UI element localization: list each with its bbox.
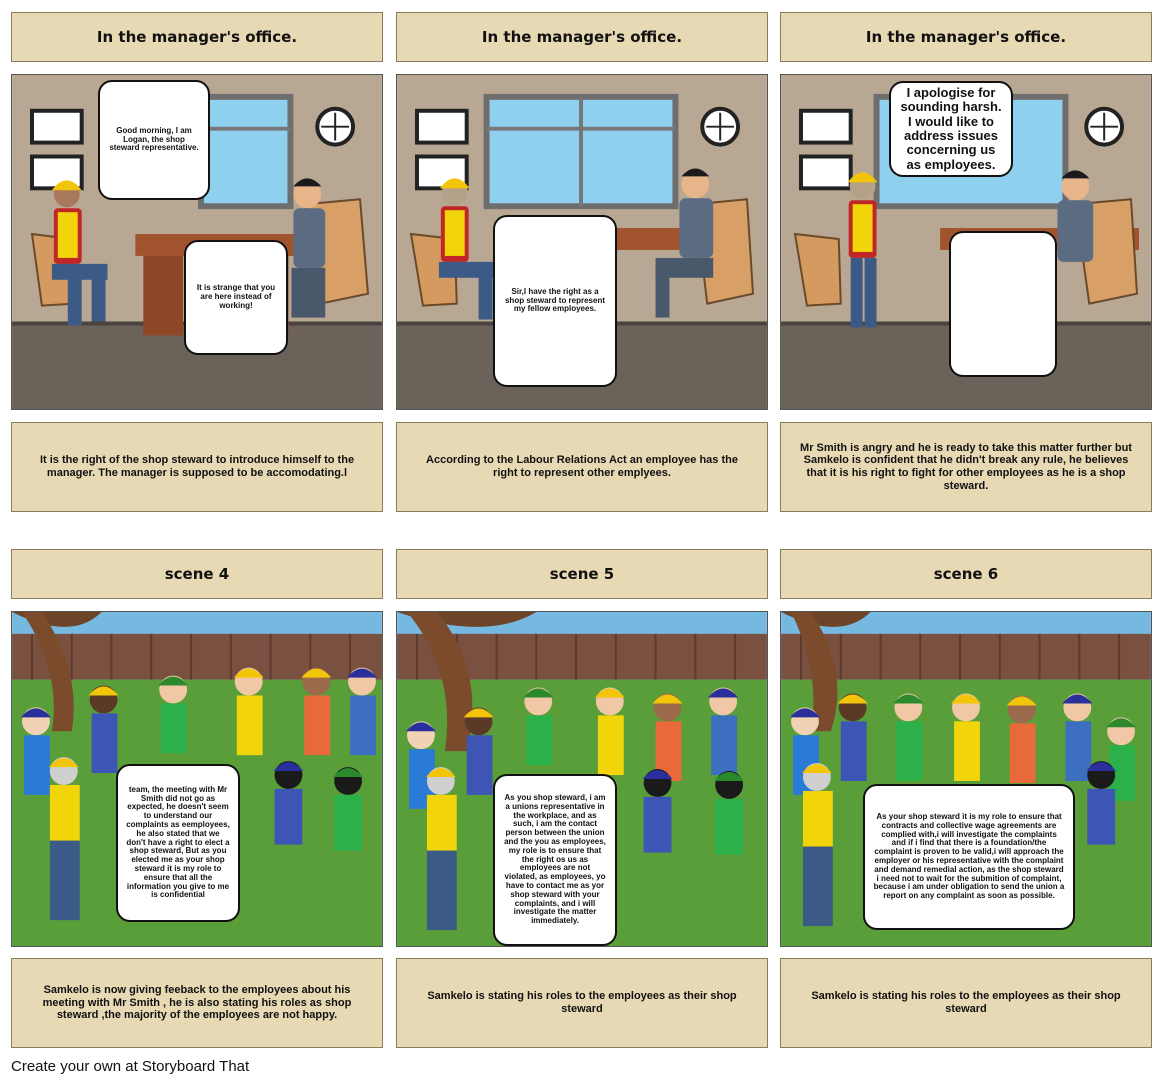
outdoor-meeting-illustration xyxy=(12,612,382,946)
footer-credit-link[interactable]: Create your own at Storyboard That xyxy=(11,1058,250,1075)
speech-bubble-steward: As you shop steward, i am a unions repre… xyxy=(493,774,617,946)
crowd-figures xyxy=(21,667,377,921)
speech-bubble-steward: team, the meeting with Mr Smith did not … xyxy=(116,764,240,922)
panel-4-caption: Samkelo is now giving feeback to the emp… xyxy=(11,958,383,1048)
panel-3-title: In the manager's office. xyxy=(780,12,1152,62)
crowd-figures xyxy=(406,687,745,931)
scene-panel-1: Good morning, I am Logan, the shop stewa… xyxy=(11,74,383,410)
panel-5-title: scene 5 xyxy=(396,549,768,599)
speech-bubble-steward: I apologise for sounding harsh. I would … xyxy=(889,81,1013,177)
scene-panel-2: Sir,I have the right as a shop steward t… xyxy=(396,74,768,410)
panel-6-caption: Samkelo is stating his roles to the empl… xyxy=(780,958,1152,1048)
speech-bubble-steward: Sir,I have the right as a shop steward t… xyxy=(493,215,617,387)
scene-panel-6: As your shop steward it is my role to en… xyxy=(780,611,1152,947)
crowd-figures xyxy=(790,693,1136,927)
scene-panel-5: As you shop steward, i am a unions repre… xyxy=(396,611,768,947)
panel-3-caption: Mr Smith is angry and he is ready to tak… xyxy=(780,422,1152,512)
speech-bubble-manager: It is strange that you are here instead … xyxy=(184,240,288,355)
panel-4-title: scene 4 xyxy=(11,549,383,599)
panel-1-title: In the manager's office. xyxy=(11,12,383,62)
panel-1-caption: It is the right of the shop steward to i… xyxy=(11,422,383,512)
panel-5-caption: Samkelo is stating his roles to the empl… xyxy=(396,958,768,1048)
panel-2-caption: According to the Labour Relations Act an… xyxy=(396,422,768,512)
speech-bubble-steward: As your shop steward it is my role to en… xyxy=(863,784,1075,930)
scene-panel-3: I apologise for sounding harsh. I would … xyxy=(780,74,1152,410)
panel-2-title: In the manager's office. xyxy=(396,12,768,62)
speech-bubble-manager-empty xyxy=(949,231,1057,377)
panel-6-title: scene 6 xyxy=(780,549,1152,599)
scene-panel-4: team, the meeting with Mr Smith did not … xyxy=(11,611,383,947)
speech-bubble-steward: Good morning, I am Logan, the shop stewa… xyxy=(98,80,210,200)
